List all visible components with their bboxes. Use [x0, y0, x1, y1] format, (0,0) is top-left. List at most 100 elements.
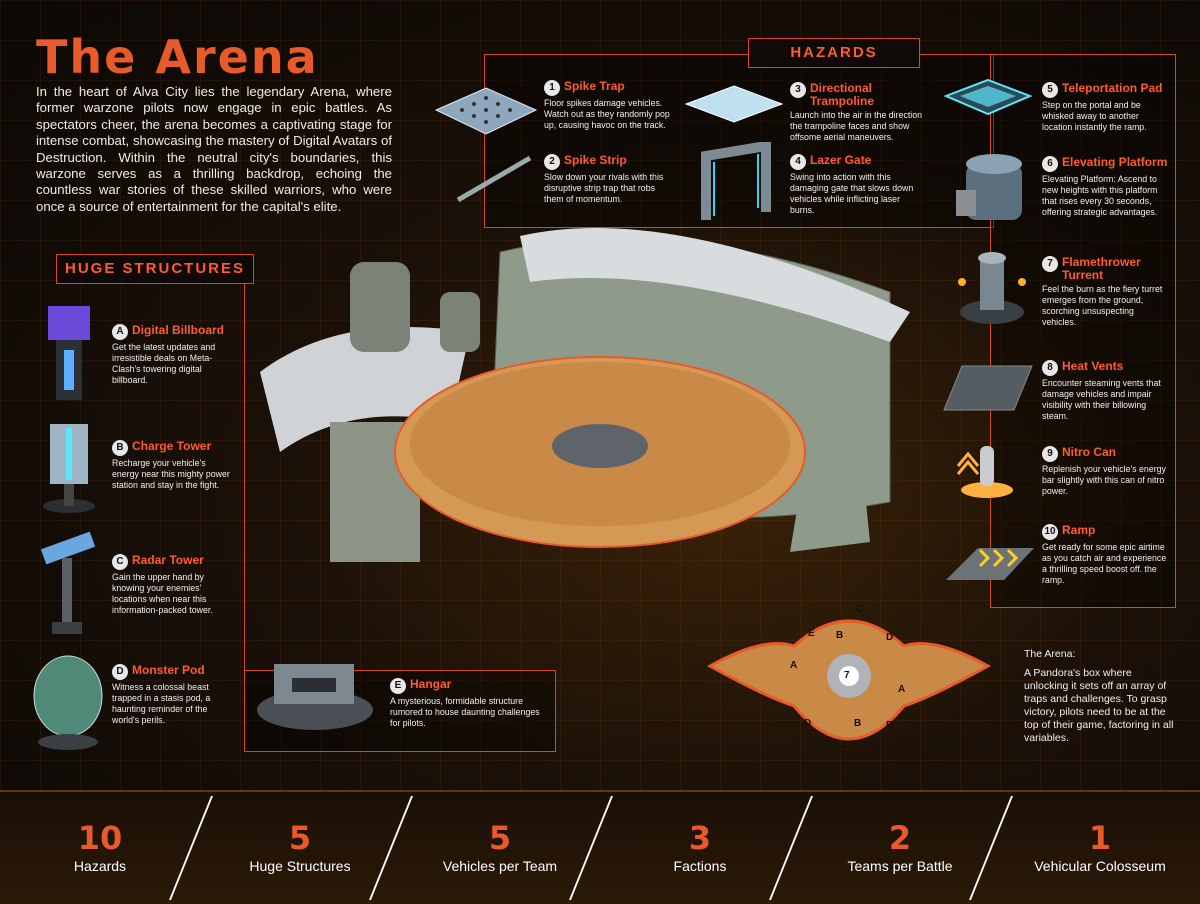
structure-name: Radar Tower: [132, 553, 204, 567]
stat-label: Huge Structures: [249, 858, 351, 874]
stat-label: Hazards: [73, 858, 127, 874]
hazard-desc: Launch into the air in the direction the…: [790, 110, 923, 142]
hangar-icon: [257, 664, 373, 730]
monster-pod-icon: [33, 655, 103, 750]
hazard-desc: Floor spikes damage vehicles. Watch out …: [544, 98, 670, 130]
stat-value: 2: [888, 819, 912, 857]
map-marker-d: D: [886, 632, 894, 643]
hazard-number: 1: [544, 80, 560, 96]
arena-note-title: The Arena:: [1024, 648, 1076, 660]
arena-illustration: [260, 227, 910, 562]
spike-trap-icon: [434, 87, 538, 135]
hazard-name: Ramp: [1062, 523, 1096, 537]
structure-letter: A: [112, 324, 128, 340]
structure-letter: D: [112, 664, 128, 680]
hazard-desc: Slow down your rivals with this disrupti…: [544, 172, 664, 204]
hazard-item-4: 4 Lazer Gate Swing into action with this …: [790, 154, 926, 216]
structure-item-e: E Hangar A mysterious, formidable structu…: [390, 678, 540, 729]
map-marker-e-lower: E: [886, 720, 893, 731]
stat-teams-per-battle: 2 Teams per Battle: [800, 792, 1000, 904]
trampoline-icon: [684, 85, 784, 123]
structure-desc: Get the latest updates and irresistible …: [112, 342, 216, 385]
map-marker-e: E: [808, 628, 815, 639]
stats-bar: 10 Hazards 5 Huge Structures 5 Vehicles …: [0, 790, 1200, 904]
hazard-number: 9: [1042, 446, 1058, 462]
hazard-item-2: 2 Spike Strip Slow down your rivals with …: [544, 154, 674, 205]
stat-label: Vehicular Colosseum: [1034, 858, 1166, 874]
radar-tower-icon: [40, 531, 96, 634]
hazard-name: Flamethrower Turrent: [1062, 255, 1141, 282]
hazard-name: Spike Strip: [564, 153, 627, 167]
map-marker-b: B: [836, 630, 844, 641]
map-marker-7: 7: [844, 670, 850, 681]
heat-vents-icon: [943, 365, 1033, 411]
structure-name: Hangar: [410, 677, 452, 691]
hazard-number: 2: [544, 154, 560, 170]
structure-desc: A mysterious, formidable structure rumor…: [390, 696, 540, 728]
hazard-number: 5: [1042, 82, 1058, 98]
hazard-item-1: 1 Spike Trap Floor spikes damage vehicles…: [544, 80, 676, 131]
map-marker-a: A: [790, 660, 798, 671]
hazard-number: 4: [790, 154, 806, 170]
hazard-desc: Swing into action with this damaging gat…: [790, 172, 914, 215]
hazard-desc: Step on the portal and be whisked away t…: [1042, 100, 1147, 132]
stat-value: 5: [488, 819, 512, 857]
arena-map: [706, 619, 992, 741]
hazard-name: Nitro Can: [1062, 445, 1116, 459]
map-marker-c-lower: C: [838, 744, 846, 755]
hazard-item-5: 5 Teleportation Pad Step on the portal an…: [1042, 82, 1170, 133]
stat-huge-structures: 5 Huge Structures: [200, 792, 400, 904]
intro-paragraph: In the heart of Alva City lies the legen…: [36, 84, 392, 214]
flamethrower-turret-icon: [958, 252, 1026, 324]
ramp-icon: [946, 548, 1034, 580]
map-marker-c: C: [856, 604, 864, 615]
structure-item-c: C Radar Tower Gain the upper hand by know…: [112, 554, 230, 616]
structures-heading: HUGE STRUCTURES: [56, 254, 254, 284]
teleportation-pad-icon: [944, 78, 1032, 116]
stat-label: Factions: [673, 858, 727, 874]
hazard-number: 7: [1042, 256, 1058, 272]
hazard-desc: Feel the burn as the fiery turret emerge…: [1042, 284, 1163, 327]
hazard-name: Heat Vents: [1062, 359, 1124, 373]
hazard-name: Lazer Gate: [810, 153, 872, 167]
hazards-panel: [484, 54, 994, 228]
lazer-gate-icon: [701, 142, 771, 220]
hazard-desc: Encounter steaming vents that damage veh…: [1042, 378, 1161, 421]
structure-letter: C: [112, 554, 128, 570]
stat-hazards: 10 Hazards: [0, 792, 200, 904]
spike-strip-icon: [456, 155, 532, 203]
stat-vehicles-per-team: 5 Vehicles per Team: [400, 792, 600, 904]
hazards-panel-right: [990, 54, 1176, 608]
nitro-can-icon: [956, 446, 1013, 498]
hazards-heading: HAZARDS: [748, 38, 920, 68]
arena-note: The Arena: A Pandora's box where unlocki…: [1024, 648, 1174, 745]
structure-desc: Gain the upper hand by knowing your enem…: [112, 572, 213, 615]
structure-letter: E: [390, 678, 406, 694]
structure-name: Charge Tower: [132, 439, 212, 453]
hazard-number: 6: [1042, 156, 1058, 172]
map-marker-a-right: A: [898, 684, 906, 695]
stat-value: 3: [688, 819, 712, 857]
stat-value: 5: [288, 819, 312, 857]
structure-name: Digital Billboard: [132, 323, 225, 337]
hazard-name: Spike Trap: [564, 79, 625, 93]
structure-item-a: A Digital Billboard Get the latest update…: [112, 324, 230, 386]
arena-note-text: A Pandora's box where unlocking it sets …: [1024, 667, 1174, 744]
structure-desc: Witness a colossal beast trapped in a st…: [112, 682, 211, 725]
elevating-platform-icon: [956, 154, 1022, 220]
map-marker-b-lower: B: [854, 718, 862, 729]
digital-billboard-icon: [48, 306, 90, 400]
stat-label: Teams per Battle: [847, 858, 953, 874]
map-marker-d-lower: D: [804, 718, 812, 729]
hazard-number: 10: [1042, 524, 1058, 540]
stat-label: Vehicles per Team: [442, 858, 558, 874]
hazard-desc: Elevating Platform: Ascend to new height…: [1042, 174, 1158, 217]
structures-panel: [244, 268, 245, 670]
stat-vehicular-colosseum: 1 Vehicular Colosseum: [1000, 792, 1200, 904]
hazard-name: Teleportation Pad: [1062, 81, 1163, 95]
